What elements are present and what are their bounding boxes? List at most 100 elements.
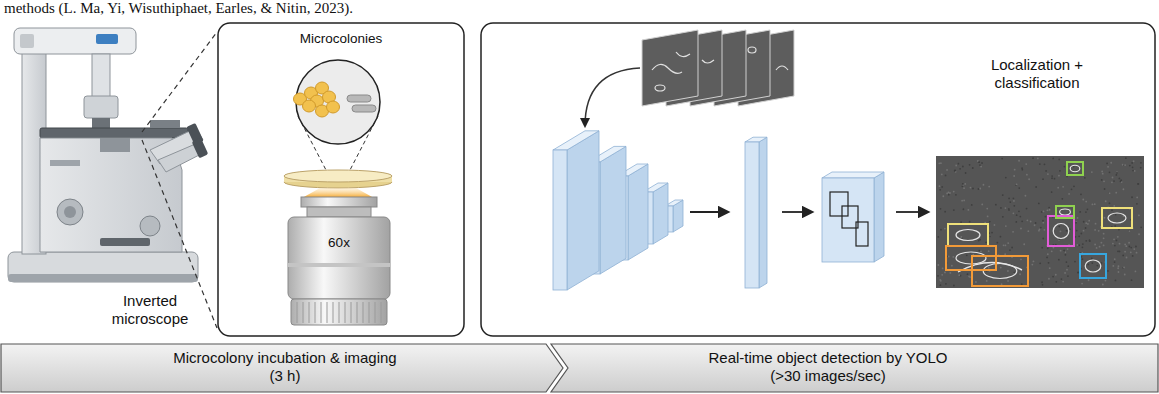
detection-image [1060,250,1062,252]
detection-image [978,161,980,163]
detection-image [970,187,972,189]
detection-image [940,229,942,231]
detection-image [1109,171,1111,173]
detection-image [1077,271,1079,273]
detection-image [972,188,974,190]
objective-lens-outline [288,263,390,267]
detection-image [953,209,955,211]
detection-image [955,165,957,167]
detection-image [1051,177,1053,179]
detection-image [1084,177,1086,179]
step-arrow: Microcolony incubation & imaging (3 h) [0,343,566,393]
objective-lens-outline [309,302,310,323]
detection-image [1000,267,1002,269]
magnification-label: 60x [283,235,395,251]
detection-image [996,242,998,244]
microscope-illustration [92,54,110,98]
detection-image [1049,209,1051,211]
cell-outline [1053,224,1069,239]
detection-image [980,166,982,168]
detection-image [1013,200,1015,202]
detection-image [1111,209,1113,211]
image-stack [642,30,794,106]
detection-image [936,156,1144,288]
microscope-illustration [140,216,160,236]
detection-image [995,204,997,206]
detection-image [1035,222,1037,224]
detection-image [989,236,991,238]
step-label: Real-time object detection by YOLO (>30 … [703,349,953,385]
microscope-illustration [8,28,208,282]
detection-image [1122,255,1124,257]
objective-lens-outline [297,302,298,323]
zoom-line [142,32,217,328]
detection-image [978,250,980,252]
cnn-layer [653,183,668,244]
detection-image [937,264,939,266]
detection-image [1039,262,1041,264]
detection-image [1058,239,1060,241]
detection-image [986,208,988,210]
detection-image [1041,211,1043,213]
objective-lens-outline [303,302,304,323]
detection-image [1116,171,1118,173]
detection-image [964,183,966,185]
detection-image [1101,170,1103,172]
cell-outline [1085,260,1101,272]
bounding-box [948,224,988,246]
detection-image [1012,231,1014,233]
detection-image [1091,171,1093,173]
detection-image [1054,178,1056,180]
detection-image [1002,216,1004,218]
detection-image [983,184,985,186]
detection-image [1008,208,1010,210]
colony-inset [296,60,380,144]
detection-image [1067,265,1069,267]
bounding-box [1102,208,1132,228]
detection-image [1137,183,1139,185]
detection-image [1007,242,1009,244]
detection-image [1125,245,1127,247]
detection-image [1001,283,1003,285]
output-layer [822,172,884,178]
detection-image [1064,272,1066,274]
detection-image [1114,258,1116,260]
detection-image [1055,281,1057,283]
detection-image [1124,164,1126,166]
detection-image [1094,203,1096,205]
detection-image [1066,261,1068,263]
microscope-illustration [100,138,130,152]
cell-outline [956,165,1126,278]
detection-image [1048,262,1050,264]
detection-image [1123,188,1125,190]
detection-image [1063,249,1065,251]
cell-outline [1108,213,1126,223]
detection-image [1078,235,1080,237]
detection-image [961,200,963,202]
detection-image [960,236,962,238]
detection-image [1117,267,1119,269]
detection-image [971,204,973,206]
detection-image [1082,243,1084,245]
bounding-box [1067,162,1083,175]
detection-image [1128,230,1130,232]
detection-image [1102,173,1104,175]
detection-image [1003,244,1005,246]
detection-image [967,209,969,211]
detection-image [1130,251,1132,253]
detection-image [1015,221,1017,223]
detection-image [961,185,963,187]
feature-vector [745,137,767,288]
detection-image [1137,183,1139,185]
detection-image [1109,192,1111,194]
detection-image [1075,222,1077,224]
detection-image [1096,265,1098,267]
detection-image [1020,258,1022,260]
detection-image [1140,162,1142,164]
detection-image [978,161,980,163]
detection-image [1089,239,1091,241]
detection-image [953,285,955,287]
detection-image [1047,209,1049,211]
detection-image [1076,230,1078,232]
detection-image [980,250,982,252]
